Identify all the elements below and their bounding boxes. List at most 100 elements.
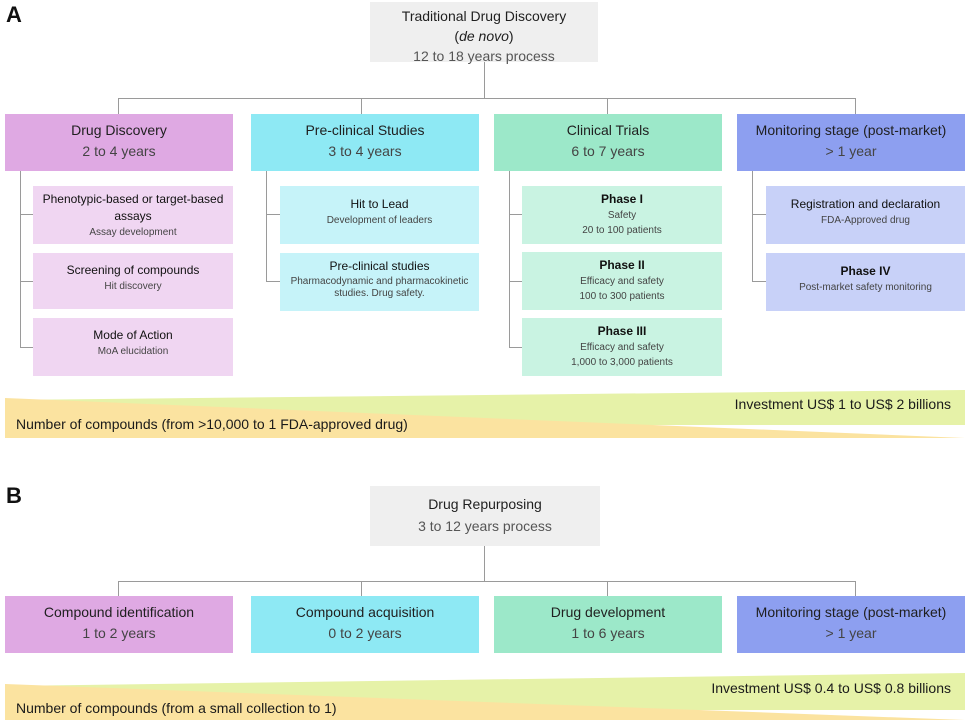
stage-duration: 3 to 4 years: [328, 143, 402, 159]
connector-line: [20, 281, 33, 282]
stage-duration: 1 to 6 years: [571, 625, 645, 641]
compounds-band: [5, 684, 965, 720]
stage-title: Monitoring stage (post-market): [755, 122, 947, 138]
item-desc: Hit discovery: [104, 281, 162, 292]
root-title-italic-wrap: (de novo): [454, 28, 514, 44]
item-desc: FDA-Approved drug: [821, 215, 910, 226]
item-title: Hit to Lead: [350, 197, 409, 211]
stage-duration: > 1 year: [825, 625, 877, 641]
stage-monitoring-b: Monitoring stage (post-market) > 1 year: [737, 596, 965, 653]
connector-line: [20, 347, 33, 348]
connector-line: [20, 214, 33, 215]
investment-label: Investment US$ 1 to US$ 2 billions: [734, 396, 951, 412]
item-phase-1: Phase I Safety 20 to 100 patients: [522, 186, 722, 244]
root-title: Traditional Drug Discovery: [401, 8, 567, 24]
item-desc: MoA elucidation: [97, 346, 169, 357]
stage-duration: > 1 year: [825, 143, 877, 159]
item-hit-to-lead: Hit to Lead Development of leaders: [280, 186, 479, 244]
connector-line: [266, 171, 267, 281]
stage-duration: 0 to 2 years: [328, 625, 402, 641]
item-desc: Efficacy and safety: [580, 342, 664, 353]
connector-line: [752, 171, 753, 281]
item-title: Pre-clinical studies: [329, 259, 430, 273]
stage-duration: 1 to 2 years: [82, 625, 156, 641]
item-title: Screening of compounds: [66, 263, 200, 277]
connector-line: [607, 98, 608, 114]
connector-line: [509, 214, 522, 215]
root-title-italic: de novo: [459, 28, 509, 44]
stage-drug-discovery: Drug Discovery 2 to 4 years: [5, 114, 233, 171]
item-registration: Registration and declaration FDA-Approve…: [766, 186, 965, 244]
root-subtitle: 3 to 12 years process: [418, 518, 552, 534]
root-box-traditional: Traditional Drug Discovery (de novo) 12 …: [370, 2, 598, 64]
stage-duration: 6 to 7 years: [571, 143, 645, 159]
stage-title: Compound acquisition: [295, 604, 435, 620]
connector-line: [20, 171, 21, 347]
item-mode-of-action: Mode of Action MoA elucidation: [33, 318, 233, 376]
stage-title: Drug development: [550, 604, 666, 620]
item-title: Phase IV: [840, 264, 891, 278]
item-title: Mode of Action: [93, 328, 173, 342]
connector-line: [509, 281, 522, 282]
stage-title: Drug Discovery: [71, 122, 167, 138]
item-title: Phenotypic-based or target-based assays: [42, 192, 224, 223]
item-title: Phase III: [597, 324, 647, 338]
item-desc: Development of leaders: [326, 215, 433, 226]
item-desc: Pharmacodynamic and pharmacokinetic stud…: [290, 276, 469, 299]
connector-line: [484, 546, 485, 581]
connector-line: [118, 581, 856, 582]
connector-line: [266, 281, 280, 282]
connector-line: [855, 98, 856, 114]
item-phase-4: Phase IV Post-market safety monitoring: [766, 253, 965, 311]
connector-line: [752, 281, 766, 282]
connector-line: [118, 581, 119, 596]
item-title: Registration and declaration: [790, 197, 941, 211]
item-title: Phase II: [599, 258, 645, 272]
root-box-repurposing: Drug Repurposing 3 to 12 years process: [370, 486, 600, 546]
connector-line: [361, 581, 362, 596]
item-desc: Efficacy and safety: [580, 276, 664, 287]
item-phase-3: Phase III Efficacy and safety 1,000 to 3…: [522, 318, 722, 376]
funnel-bands-a: [5, 390, 965, 438]
connector-line: [118, 98, 119, 114]
item-desc2: 100 to 300 patients: [579, 291, 665, 302]
stage-clinical-trials: Clinical Trials 6 to 7 years: [494, 114, 722, 171]
panel-a-label: A: [6, 2, 22, 27]
connector-line: [607, 581, 608, 596]
connector-line: [484, 62, 485, 98]
stage-duration: 2 to 4 years: [82, 143, 156, 159]
stage-monitoring: Monitoring stage (post-market) > 1 year: [737, 114, 965, 171]
item-desc: Assay development: [89, 227, 177, 238]
connector-line: [118, 98, 856, 99]
compounds-band: [5, 398, 965, 438]
connector-line: [509, 171, 510, 347]
root-title: Drug Repurposing: [428, 496, 542, 512]
investment-label: Investment US$ 0.4 to US$ 0.8 billions: [711, 680, 951, 696]
connector-line: [361, 98, 362, 114]
compounds-label: Number of compounds (from a small collec…: [16, 700, 337, 716]
connector-line: [855, 581, 856, 596]
funnel-bands-b: [5, 673, 965, 720]
connector-line: [266, 214, 280, 215]
stage-title: Compound identification: [43, 604, 195, 620]
stage-title: Monitoring stage (post-market): [755, 604, 947, 620]
item-phase-2: Phase II Efficacy and safety 100 to 300 …: [522, 252, 722, 310]
stage-title: Pre-clinical Studies: [305, 122, 425, 138]
item-desc2: 20 to 100 patients: [582, 225, 662, 236]
stage-compound-identification: Compound identification 1 to 2 years: [5, 596, 233, 653]
connector-line: [509, 347, 522, 348]
stage-title: Clinical Trials: [566, 122, 650, 138]
compounds-label: Number of compounds (from >10,000 to 1 F…: [16, 416, 408, 432]
item-pre-clinical-studies: Pre-clinical studies Pharmacodynamic and…: [280, 253, 479, 311]
item-phenotypic-assays: Phenotypic-based or target-based assays …: [33, 186, 233, 244]
item-desc: Post-market safety monitoring: [799, 282, 932, 293]
item-screening: Screening of compounds Hit discovery: [33, 253, 233, 309]
item-title: Phase I: [600, 192, 644, 206]
panel-b-label: B: [6, 483, 22, 508]
item-desc: Safety: [607, 210, 637, 221]
stage-compound-acquisition: Compound acquisition 0 to 2 years: [251, 596, 479, 653]
connector-line: [752, 214, 766, 215]
stage-pre-clinical: Pre-clinical Studies 3 to 4 years: [251, 114, 479, 171]
root-subtitle: 12 to 18 years process: [413, 48, 555, 64]
item-desc2: 1,000 to 3,000 patients: [571, 357, 673, 368]
